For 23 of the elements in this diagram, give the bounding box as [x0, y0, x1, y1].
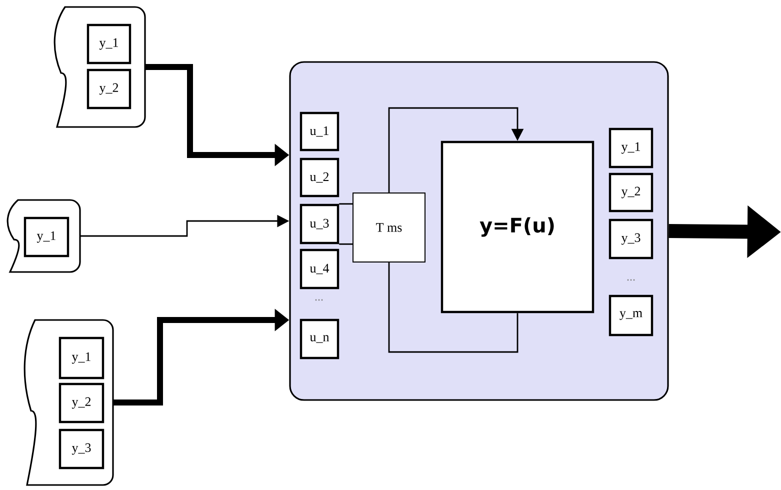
signal-box: u_2 — [300, 158, 340, 198]
ellipsis-text: ... — [627, 279, 635, 281]
signal-box: u_1 — [300, 112, 340, 152]
delay-box: T ms — [352, 192, 426, 262]
signal-box: y_2 — [58, 382, 104, 424]
function-box: y=F(u) — [440, 140, 594, 314]
signal-box: y_1 — [86, 24, 132, 64]
signal-box: u_4 — [300, 248, 340, 290]
arrow — [388, 107, 524, 192]
document-shape — [24, 319, 114, 486]
signal-box: y_2 — [86, 68, 132, 110]
signal-box: y_1 — [608, 128, 654, 168]
document-shape — [54, 6, 146, 128]
signal-box: y_1 — [58, 336, 104, 380]
signal-box: u_3 — [300, 204, 340, 244]
signal-box: u_n — [300, 318, 340, 360]
signal-box: y_3 — [608, 218, 654, 260]
signal-box: y_3 — [58, 428, 104, 470]
document-shape — [6, 199, 81, 273]
signal-box: y_m — [608, 294, 654, 336]
signal-box: y_1 — [24, 216, 70, 258]
ellipsis-text: ... — [315, 299, 323, 301]
signal-box: y_2 — [608, 172, 654, 212]
